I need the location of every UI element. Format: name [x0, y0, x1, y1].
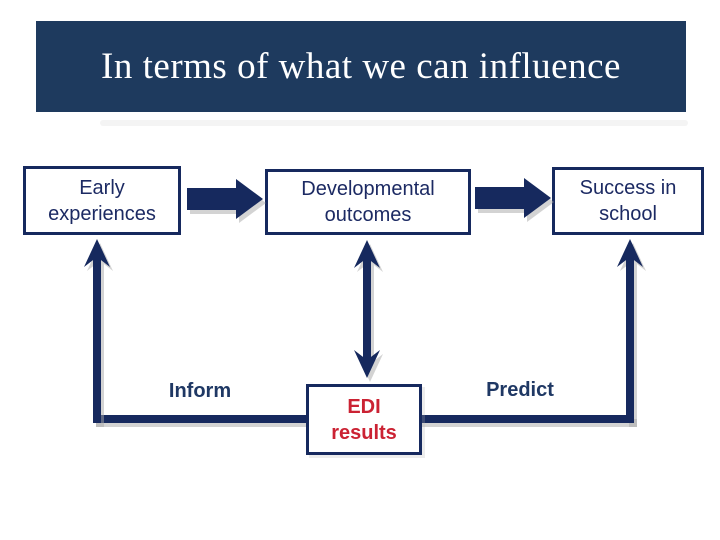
predict-label: Predict: [486, 379, 554, 401]
box-label-line: Success in: [579, 177, 677, 199]
box-label-line: results: [331, 421, 397, 444]
box-label-line: experiences: [48, 202, 156, 225]
arrow-right-icon: [475, 178, 551, 218]
box-label-line: Developmental: [301, 178, 435, 200]
box-label-line: outcomes: [324, 204, 412, 226]
banner-shadow: [100, 120, 688, 126]
arrow-right-icon: [187, 179, 263, 219]
arrow-up-icon: [617, 239, 643, 423]
box-label-line: EDI: [347, 395, 381, 418]
arrow-up-icon: [84, 239, 110, 423]
flow-box-success-in-school: Success in school: [552, 167, 704, 235]
box-label-line: Early: [79, 176, 125, 199]
edi-results-box: EDI results: [306, 384, 422, 455]
slide-title: In terms of what we can influence: [101, 46, 621, 87]
flow-box-developmental-outcomes: Developmental outcomes: [265, 169, 471, 235]
title-banner: In terms of what we can influence: [36, 21, 686, 112]
box-label-line: school: [599, 203, 657, 225]
arrow-double-vertical-icon: [354, 240, 380, 378]
inform-label: Inform: [168, 380, 232, 402]
flow-box-early-experiences: Early experiences: [23, 166, 181, 235]
